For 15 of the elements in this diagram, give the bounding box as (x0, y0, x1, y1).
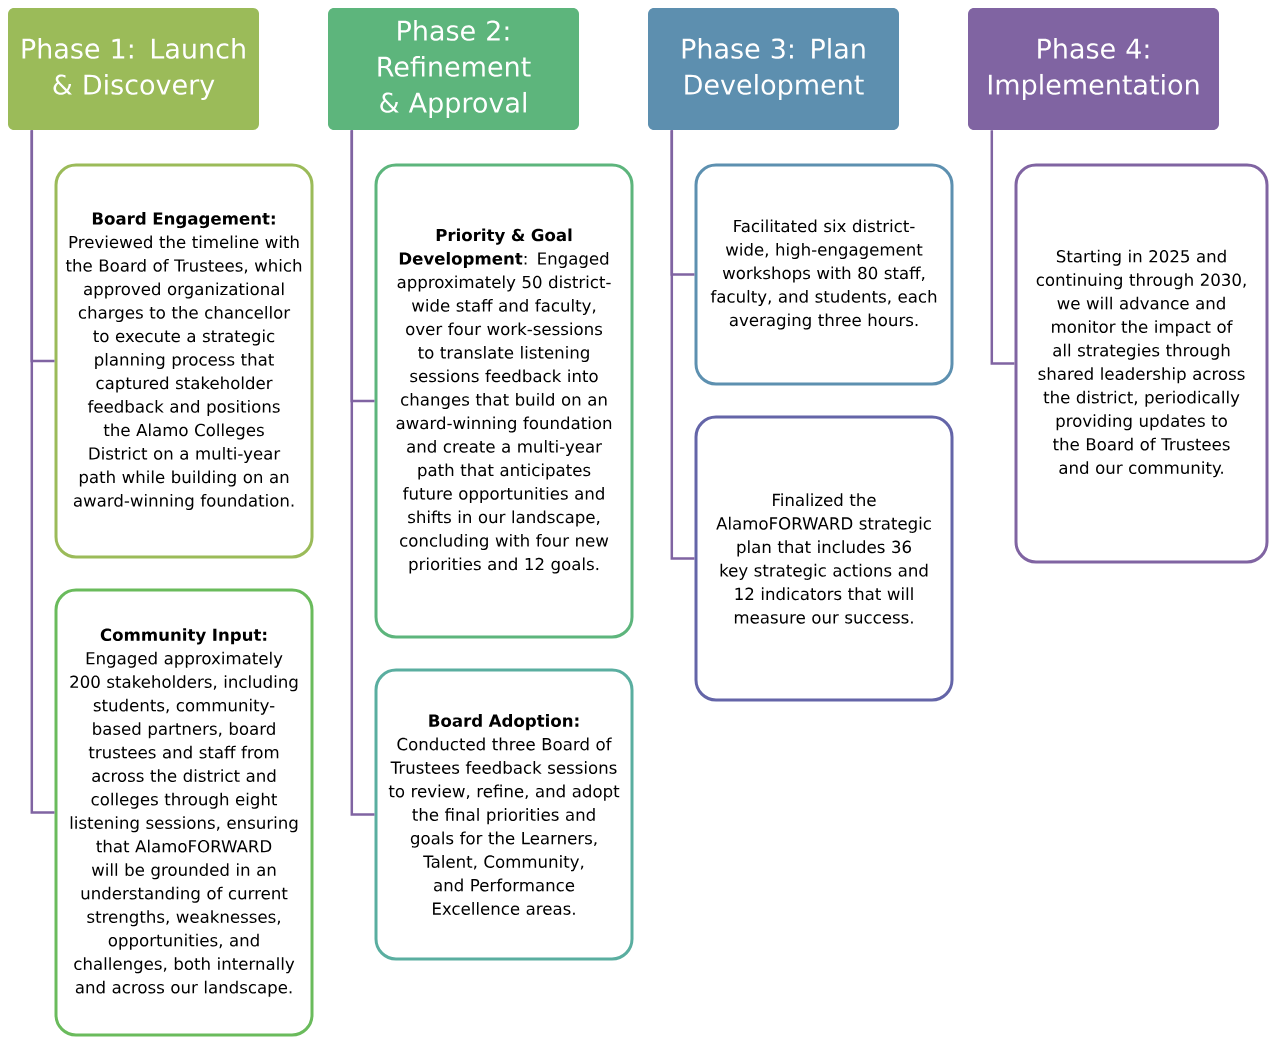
description-box: Facilitated six district-wide, high-engagement workshops with 80 staff, faculty, and students, each averaging three hours. (694, 163, 954, 386)
phase-header: Phase 1: Launch & Discovery (8, 8, 259, 130)
phase-header: Phase 4: Implementation (968, 8, 1219, 130)
description-box: Finalized the AlamoFORWARD strategic plan that includes 36 key strategic actions and 12 indicators that will measure our success. (694, 415, 954, 702)
description-box: Starting in 2025 and continuing through 2030, we will advance and monitor the impact of all strategies through shared leadership across the district, periodically providing updates to the Board of Trustees and our community. (1014, 163, 1269, 564)
description-box: Community Input: Engaged approximately 200 stakeholders, including students, community-based partners, board trustees and staff from across the district and colleges through eight listening sessions, ensuring that AlamoFORWARD will be grounded in an understanding of current strengths, weaknesses, opportunities, and challenges, both internally and across our landscape. (54, 588, 314, 1037)
phase-header: Phase 3: Plan Development (648, 8, 899, 130)
description-box: Priority & Goal Development: Engaged approximately 50 district-wide staff and faculty, over four work-sessions to translate listening sessions feedback into changes that build on an award-winning foundation and create a multi-year path that anticipates future opportunities and shifts in our landscape, concluding with four new priorities and 12 goals. (374, 163, 634, 639)
connector-line (350, 130, 375, 816)
connector-line (670, 130, 695, 560)
connector-line (990, 130, 1015, 365)
phase-header: Phase 2: Refinement & Approval (328, 8, 579, 130)
description-box: Board Engagement: Previewed the timeline with the Board of Trustees, which approved organizational charges to the chancellor to execute a strategic planning process that captured stakeholder feedback and positions the Alamo Colleges District on a multi-year path while building on an award-winning foundation. (54, 163, 314, 559)
description-box: Board Adoption: Conducted three Board of Trustees feedback sessions to review, refine, and adopt the final priorities and goals for the Learners, Talent, Community, and Performance Excellence areas. (374, 668, 634, 961)
connector-line (30, 130, 55, 814)
